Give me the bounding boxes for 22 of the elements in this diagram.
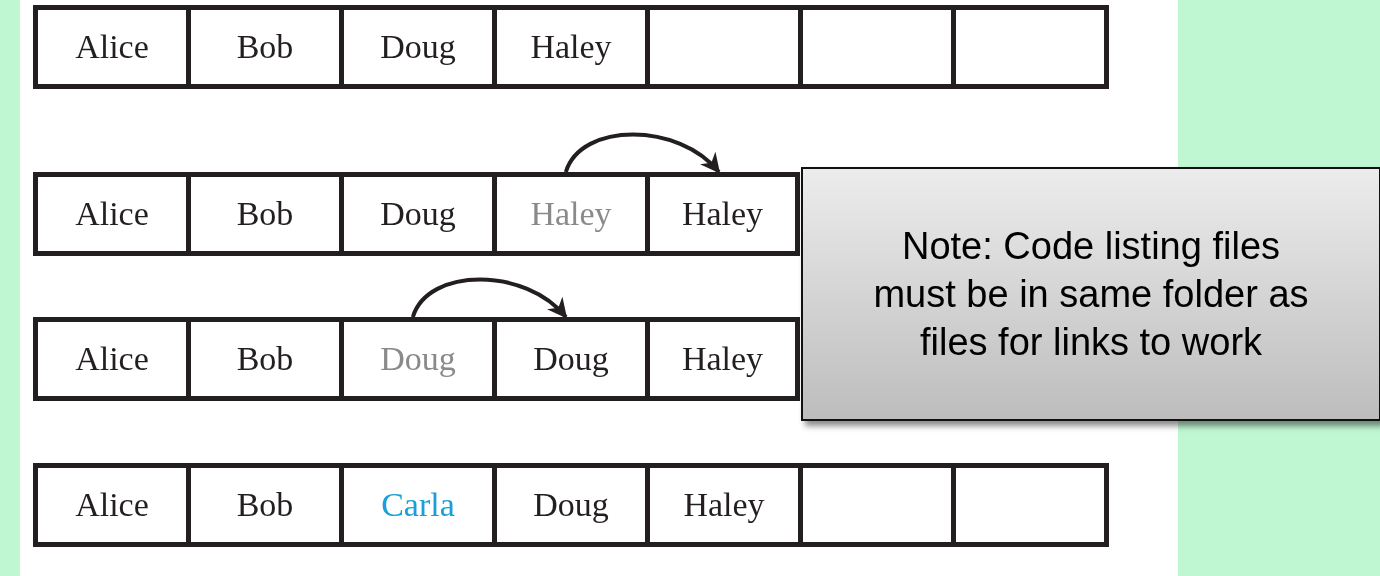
note-callout: Note: Code listing files must be in same folder as files for links to work <box>801 167 1380 421</box>
array-cell: Haley <box>650 172 800 256</box>
array-cell: Haley <box>650 463 803 547</box>
array-cell: Alice <box>33 5 191 89</box>
array-cell: Haley <box>497 5 650 89</box>
array-cell: Haley <box>650 317 800 401</box>
array-cell: Alice <box>33 317 191 401</box>
array-cell: Alice <box>33 172 191 256</box>
arrow <box>564 132 721 174</box>
array-cell: Doug <box>344 5 497 89</box>
array-cell: Doug <box>497 317 650 401</box>
array-cell: Bob <box>191 5 344 89</box>
array-cell: Bob <box>191 317 344 401</box>
array-cell: Doug <box>344 172 497 256</box>
array-cell: Doug <box>344 317 497 401</box>
array-cell: Bob <box>191 463 344 547</box>
array-cell: Haley <box>497 172 650 256</box>
array-cell: Bob <box>191 172 344 256</box>
array-cell: Doug <box>497 463 650 547</box>
array-cell: Carla <box>344 463 497 547</box>
array-cell: Alice <box>33 463 191 547</box>
arrow <box>411 277 568 319</box>
